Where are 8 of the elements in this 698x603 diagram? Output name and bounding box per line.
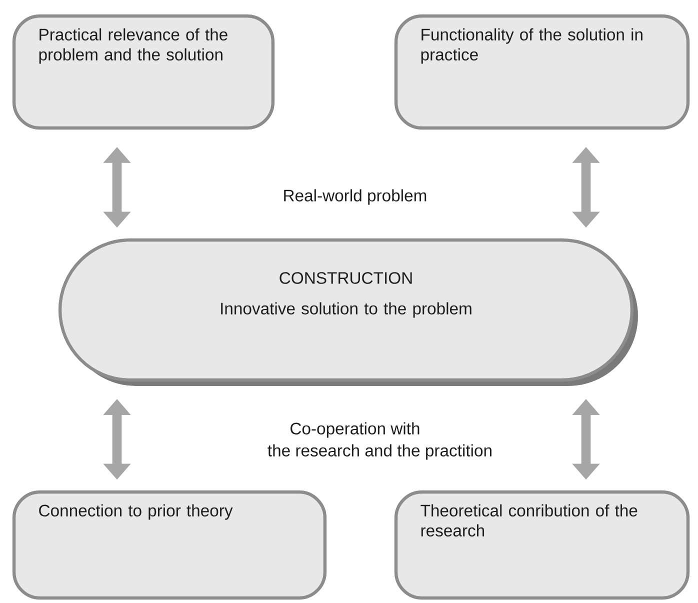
rounded-box: Theoretical conribution of the research xyxy=(394,490,690,600)
note-text: Co-operation with xyxy=(290,422,420,438)
rounded-pill: CONSTRUCTION Innovative solution to the problem xyxy=(58,238,638,386)
note-text: Real-world problem xyxy=(284,189,426,205)
rounded-box: Practical relevance of the problem and the solution xyxy=(12,14,275,130)
rounded-box: Connection to prior theory xyxy=(12,490,327,600)
rounded-box: Functionality of the solution in practice xyxy=(394,14,690,130)
note-text: the research and the practition xyxy=(268,444,492,460)
